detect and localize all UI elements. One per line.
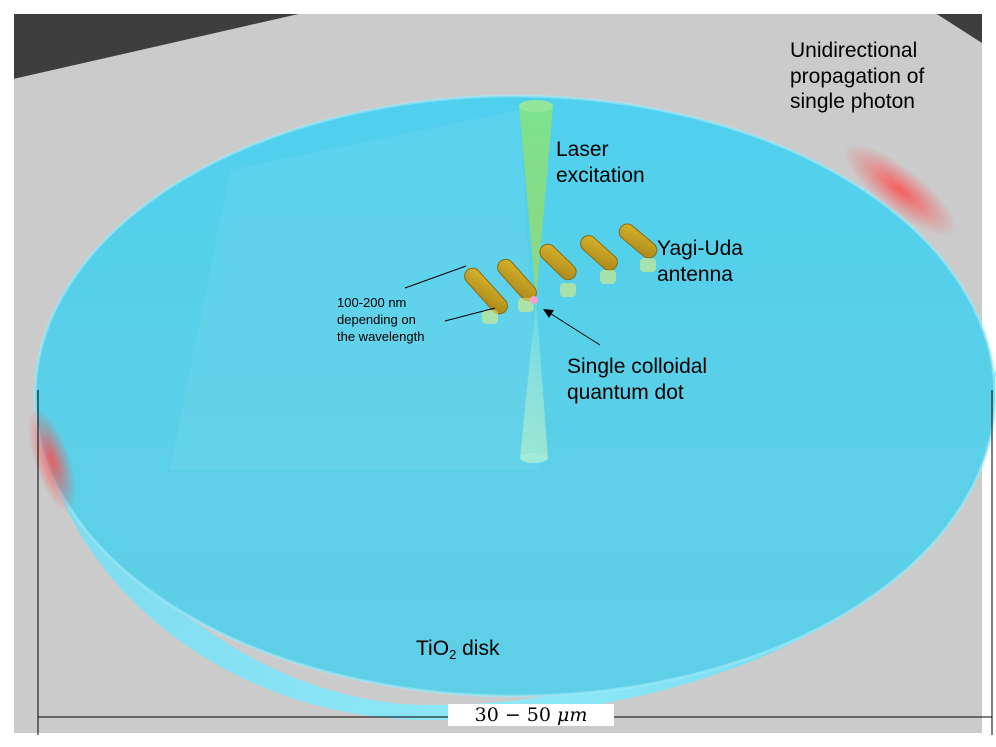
dimension-label: 30 − 50 μm xyxy=(448,704,614,726)
label-line: the wavelength xyxy=(337,328,425,344)
laser-beam-upper xyxy=(519,106,553,300)
antenna-element-3 xyxy=(539,243,577,281)
label-line: Unidirectional xyxy=(790,39,918,62)
dimension-unit: μm xyxy=(557,704,588,726)
label-tio2-prefix: TiO xyxy=(416,637,450,660)
label-yagi-uda-antenna: Yagi-Uda antenna xyxy=(657,236,743,287)
label-line: excitation xyxy=(556,163,645,187)
label-line: propagation of xyxy=(790,64,925,88)
dark-corner-left xyxy=(0,0,360,82)
emission-glow-left xyxy=(27,407,77,513)
label-line: 100-200 nm xyxy=(337,295,407,310)
label-tio2-suffix: disk xyxy=(456,637,500,660)
disk-rim-highlight xyxy=(33,94,996,698)
label-line: depending on xyxy=(337,311,416,327)
size-leader-bottom xyxy=(444,307,496,322)
label-size-note: 100-200 nm depending on the wavelength xyxy=(337,295,424,346)
laser-beam-bottom-cap xyxy=(520,453,548,463)
laser-beam-lower xyxy=(520,300,548,458)
antenna-reflections xyxy=(482,258,656,324)
label-line: quantum dot xyxy=(567,380,684,404)
disk-top xyxy=(35,96,995,696)
label-line: single photon xyxy=(790,90,915,114)
label-line: Yagi-Uda xyxy=(657,237,743,260)
label-line: Single colloidal xyxy=(567,355,708,378)
dimension-numbers: 30 − 50 xyxy=(474,704,551,726)
label-line: antenna xyxy=(657,262,733,286)
label-single-quantum-dot: Single colloidal quantum dot xyxy=(567,354,707,405)
antenna-element-1 xyxy=(464,267,508,315)
size-leader-top xyxy=(404,265,467,289)
quantum-dot xyxy=(530,296,538,304)
laser-beam-top-cap xyxy=(519,100,553,112)
label-laser-excitation: Laser excitation xyxy=(556,137,645,188)
label-tio2-subscript: 2 xyxy=(449,647,457,662)
label-line: Laser xyxy=(556,138,609,161)
label-unidirectional-propagation: Unidirectional propagation of single pho… xyxy=(790,38,924,115)
antenna-element-5 xyxy=(618,223,658,259)
antenna-element-4 xyxy=(580,235,618,271)
quantum-dot-arrow-head xyxy=(543,309,554,318)
disk-shading xyxy=(170,110,540,470)
label-tio2-disk: TiO2 disk xyxy=(416,636,499,663)
quantum-dot-arrow-line xyxy=(547,311,601,346)
emission-glow-right xyxy=(843,143,957,237)
